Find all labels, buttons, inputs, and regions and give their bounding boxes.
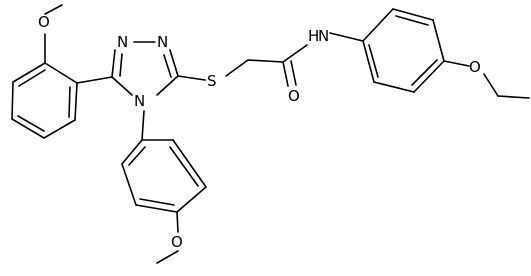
- bond: [141, 110, 145, 141]
- atom-n-triazole-4: N: [134, 92, 145, 110]
- bond: [392, 8, 434, 21]
- atom-o-methoxy-bottom: O: [171, 233, 183, 251]
- bond: [483, 73, 499, 97]
- bond: [282, 44, 308, 63]
- bond: [373, 81, 415, 93]
- bond: [176, 186, 207, 213]
- atom-sulfur: S: [207, 72, 217, 90]
- bond: [290, 60, 297, 86]
- bond: [43, 119, 76, 139]
- bond: [11, 118, 45, 139]
- atom-n-triazole-1: N: [117, 33, 128, 51]
- bond: [11, 81, 14, 120]
- bond: [68, 86, 71, 118]
- bond: [17, 115, 45, 132]
- bond: [432, 19, 445, 62]
- atom-n-triazole-2: N: [157, 33, 168, 51]
- bond: [18, 69, 46, 87]
- bond: [135, 204, 178, 213]
- bond: [362, 40, 375, 83]
- methoxyphenyl-left: [11, 4, 78, 139]
- bond: [169, 146, 199, 187]
- thioacetamide-chain: [225, 44, 308, 87]
- methoxyphenyl-bottom: [121, 139, 207, 264]
- bond: [362, 8, 394, 42]
- bond: [282, 61, 289, 87]
- bond: [163, 54, 172, 78]
- bond: [44, 4, 63, 15]
- atom-labels: O N N N S N H O O O: [38, 13, 481, 251]
- atom-o-carbonyl: O: [288, 87, 300, 105]
- atom-n-amide: N: [318, 27, 329, 45]
- bond: [368, 44, 379, 78]
- bond: [128, 146, 146, 166]
- bond: [176, 211, 179, 233]
- bond: [169, 49, 179, 77]
- bond: [119, 53, 123, 77]
- bond: [329, 32, 364, 42]
- bond: [247, 59, 284, 63]
- ethoxyphenyl-right: [362, 8, 530, 99]
- bond: [443, 60, 470, 67]
- bond: [121, 163, 137, 206]
- bond: [44, 62, 78, 84]
- bond: [111, 76, 133, 96]
- atom-o-methoxy-left: O: [38, 13, 50, 31]
- bond: [76, 76, 113, 84]
- bond: [156, 250, 179, 264]
- bond: [172, 139, 207, 188]
- atom-h-amide: H: [308, 27, 319, 45]
- bond: [121, 139, 143, 165]
- bond: [177, 75, 206, 81]
- bond: [156, 75, 179, 96]
- bond: [111, 49, 116, 78]
- bond: [225, 59, 249, 77]
- triazole-ring: [111, 41, 179, 96]
- bond: [497, 95, 530, 99]
- bond: [395, 15, 429, 26]
- bond: [12, 62, 46, 83]
- atom-o-ethoxy: O: [469, 58, 481, 76]
- bond: [74, 82, 78, 121]
- bond: [411, 59, 438, 86]
- bond: [139, 198, 175, 206]
- bond: [413, 60, 445, 93]
